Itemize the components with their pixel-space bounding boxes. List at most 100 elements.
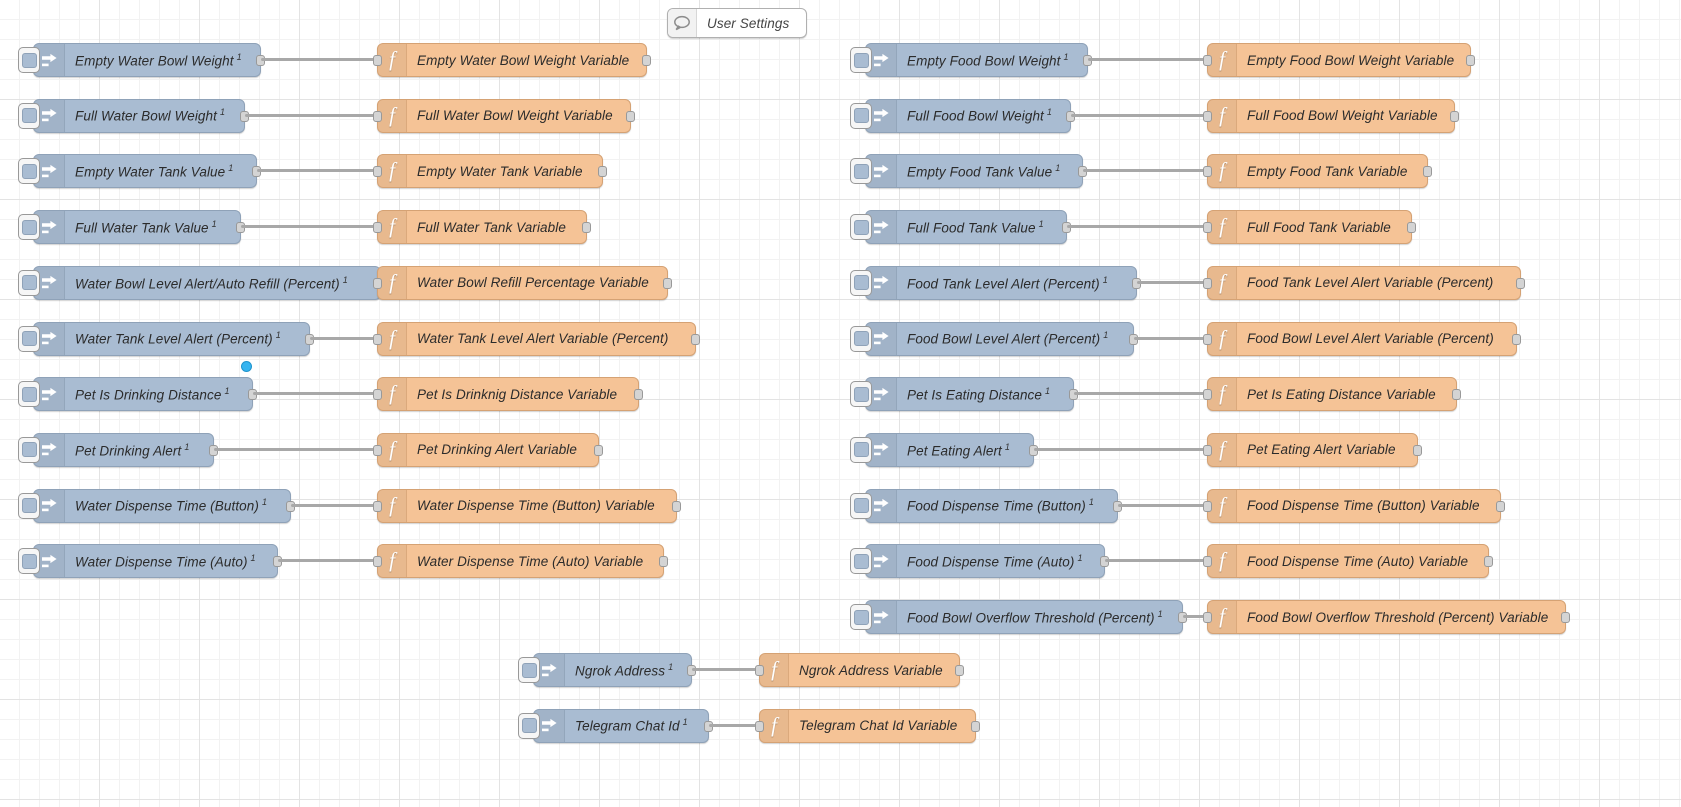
output-port[interactable] — [1512, 333, 1522, 345]
wire[interactable] — [1182, 615, 1207, 618]
wire[interactable] — [1136, 280, 1207, 284]
output-port[interactable] — [598, 166, 608, 178]
input-port[interactable] — [1203, 55, 1212, 66]
input-port[interactable] — [373, 556, 382, 568]
inject-trigger-button[interactable] — [18, 214, 40, 241]
wire[interactable] — [256, 169, 377, 173]
input-port[interactable] — [755, 720, 764, 732]
input-port[interactable] — [373, 55, 382, 66]
wire[interactable] — [244, 113, 377, 117]
inject-trigger-button[interactable] — [18, 47, 40, 73]
inject-node[interactable]: Water Dispense Time (Button)1 — [18, 488, 295, 523]
output-port[interactable] — [662, 277, 672, 289]
inject-trigger-button[interactable] — [850, 214, 872, 241]
output-port[interactable] — [625, 110, 635, 122]
inject-trigger-button[interactable] — [18, 102, 40, 129]
wire[interactable] — [1083, 169, 1207, 173]
inject-trigger-button[interactable] — [850, 436, 872, 463]
inject-trigger-button[interactable] — [850, 47, 872, 73]
input-port[interactable] — [373, 389, 382, 401]
wire[interactable] — [1087, 58, 1207, 61]
wire[interactable] — [290, 503, 377, 507]
output-port[interactable] — [1406, 222, 1416, 234]
wire[interactable] — [1067, 225, 1207, 229]
input-port[interactable] — [1203, 277, 1212, 289]
wire[interactable] — [708, 723, 759, 727]
output-port[interactable] — [955, 665, 965, 676]
input-port[interactable] — [1203, 500, 1212, 512]
inject-node[interactable]: Water Bowl Level Alert/Auto Refill (Perc… — [18, 265, 386, 300]
wire[interactable] — [1071, 113, 1207, 117]
inject-trigger-button[interactable] — [850, 102, 872, 129]
wire[interactable] — [240, 225, 377, 229]
output-port[interactable] — [1452, 389, 1462, 401]
wire[interactable] — [310, 336, 377, 340]
output-port[interactable] — [659, 556, 669, 568]
wire[interactable] — [1105, 559, 1207, 563]
inject-trigger-button[interactable] — [18, 158, 40, 185]
inject-trigger-button[interactable] — [518, 712, 540, 739]
wire[interactable] — [260, 58, 377, 61]
wire[interactable] — [252, 392, 377, 396]
input-port[interactable] — [373, 166, 382, 178]
wire[interactable] — [213, 447, 377, 451]
output-port[interactable] — [691, 333, 700, 345]
inject-trigger-button[interactable] — [850, 604, 872, 630]
inject-trigger-button[interactable] — [850, 158, 872, 185]
inject-trigger-button[interactable] — [18, 436, 40, 463]
input-port[interactable] — [373, 500, 382, 512]
inject-trigger-button[interactable] — [18, 548, 40, 575]
inject-node[interactable]: Food Tank Level Alert (Percent)1 — [850, 265, 1141, 300]
input-port[interactable] — [1203, 612, 1212, 623]
inject-trigger-button[interactable] — [18, 381, 40, 408]
output-port[interactable] — [582, 222, 592, 234]
input-port[interactable] — [373, 277, 382, 289]
input-port[interactable] — [1203, 110, 1212, 122]
inject-trigger-button[interactable] — [850, 325, 872, 352]
output-port[interactable] — [1466, 55, 1476, 66]
input-port[interactable] — [755, 665, 764, 676]
inject-trigger-button[interactable] — [850, 548, 872, 575]
inject-trigger-button[interactable] — [850, 492, 872, 519]
input-port[interactable] — [373, 222, 382, 234]
output-port[interactable] — [1450, 110, 1460, 122]
comment-node[interactable]: User Settings — [667, 8, 807, 38]
input-port[interactable] — [373, 110, 382, 122]
inject-trigger-button[interactable] — [850, 381, 872, 408]
output-port[interactable] — [1483, 556, 1493, 568]
output-port[interactable] — [1422, 166, 1432, 178]
inject-node[interactable]: Food Bowl Level Alert (Percent)1 — [850, 321, 1138, 356]
output-port[interactable] — [1561, 612, 1571, 623]
wire[interactable] — [692, 668, 759, 671]
wire[interactable] — [1034, 447, 1207, 451]
output-port[interactable] — [971, 720, 981, 732]
output-port[interactable] — [671, 500, 681, 512]
